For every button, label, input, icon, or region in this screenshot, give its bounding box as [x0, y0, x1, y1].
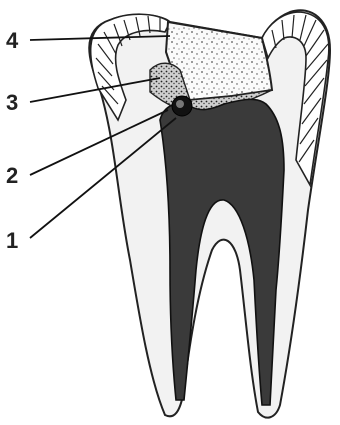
pulp	[160, 99, 284, 405]
label-3: 3	[6, 90, 18, 115]
label-4: 4	[6, 28, 19, 53]
caries-spot-inner	[176, 100, 184, 108]
label-1: 1	[6, 228, 18, 253]
label-2: 2	[6, 163, 18, 188]
